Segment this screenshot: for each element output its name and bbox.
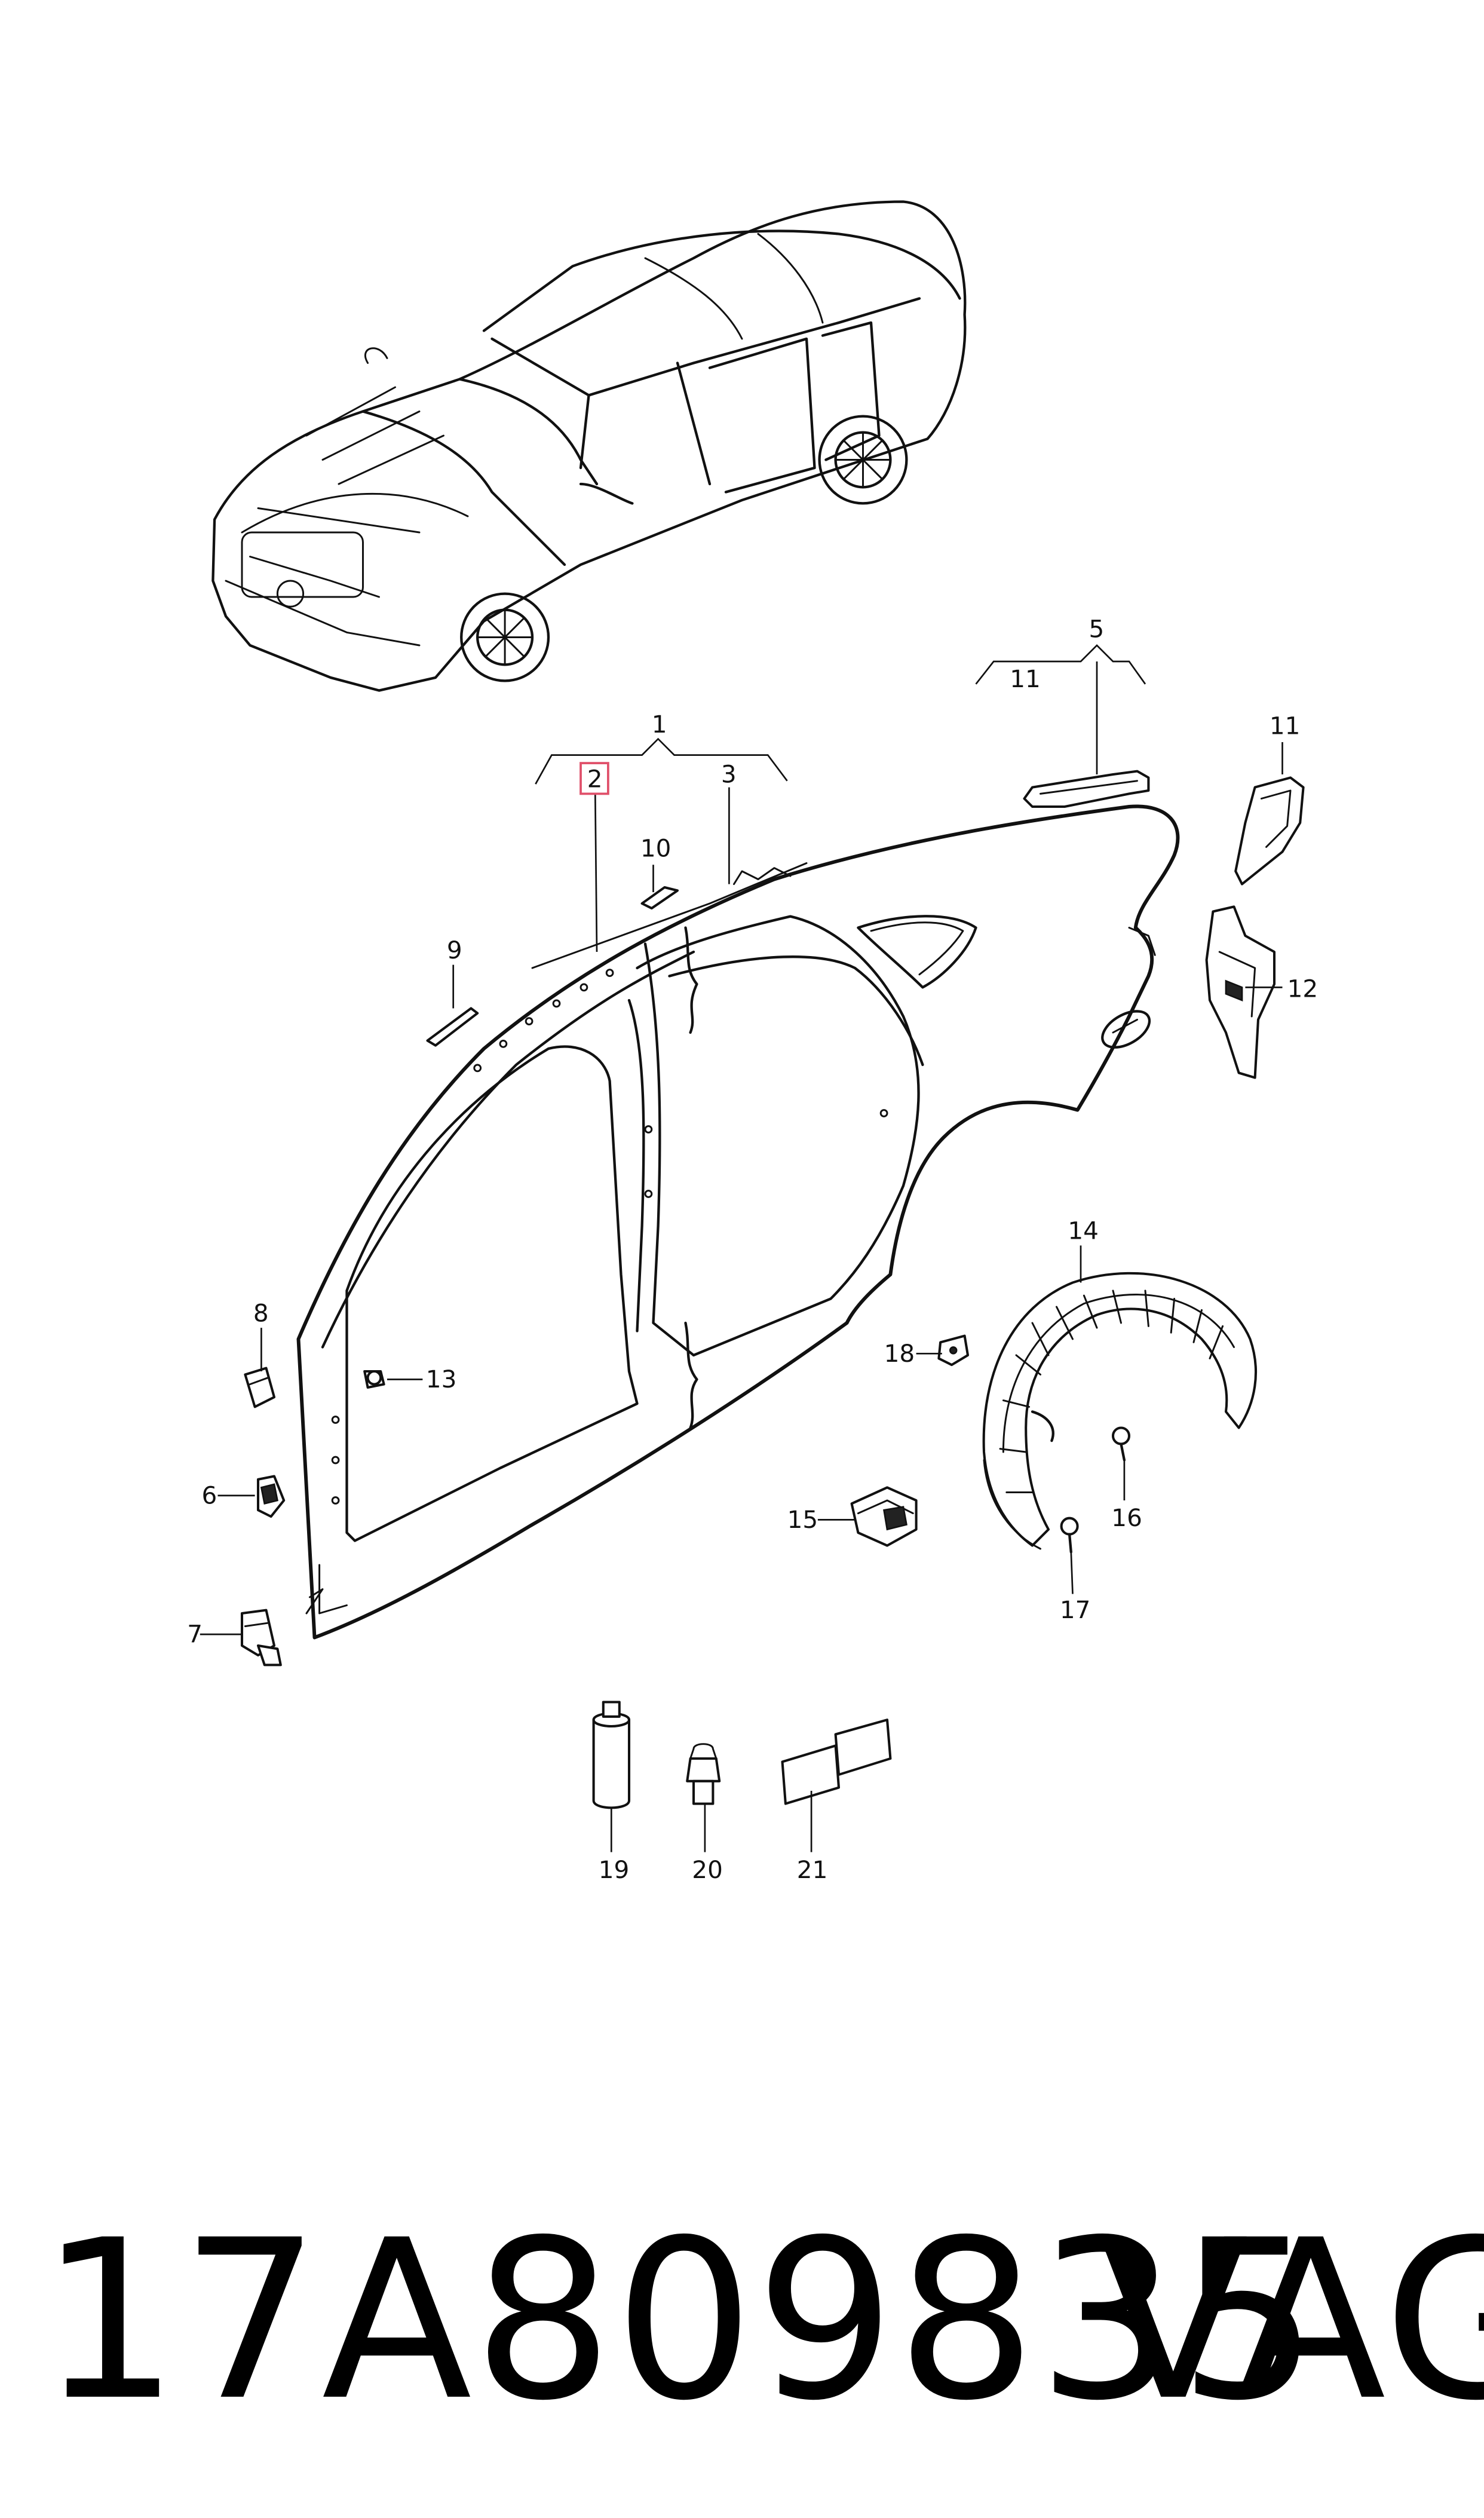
part-20-cap-nut [686, 1743, 721, 1805]
part-15-bracket [850, 1486, 918, 1547]
part-12-bracket [1205, 905, 1276, 1079]
callout-10: 10 [640, 834, 672, 863]
callout-8: 8 [253, 1298, 269, 1327]
callout-11-left: 11 [1010, 664, 1041, 693]
callout-5: 5 [1089, 615, 1105, 644]
callout-6: 6 [201, 1481, 217, 1509]
callout-21: 21 [797, 1855, 828, 1884]
part-17-screw [1060, 1517, 1079, 1554]
part-13-clip [363, 1370, 385, 1389]
callout-1: 1 [652, 710, 667, 739]
callout-9: 9 [447, 936, 462, 964]
part-16-screw [1111, 1426, 1131, 1462]
callout-15: 15 [787, 1505, 818, 1534]
callout-19: 19 [599, 1855, 630, 1884]
callout-7: 7 [187, 1620, 203, 1649]
car-illustration [211, 200, 967, 692]
part-19-can [592, 1701, 631, 1809]
callout-20: 20 [692, 1855, 723, 1884]
callout-11-right: 11 [1270, 712, 1301, 740]
body-side-panel [296, 804, 1180, 1640]
leader-lines [200, 644, 1283, 1852]
callout-14: 14 [1068, 1217, 1099, 1245]
callout-16: 16 [1111, 1503, 1142, 1532]
part-5-rail [1023, 770, 1150, 808]
part-18-clip [937, 1334, 970, 1367]
callout-18: 18 [884, 1339, 915, 1368]
callout-17: 17 [1060, 1595, 1091, 1624]
part-21-pads [781, 1719, 892, 1805]
callout-12: 12 [1287, 975, 1319, 1003]
callout-labels: 1 2 3 5 11 11 12 9 10 8 6 7 13 14 18 15 … [187, 615, 1318, 1884]
callout-2-highlight-box [580, 762, 609, 795]
callout-2: 2 [587, 765, 603, 794]
part-11-bracket [1234, 776, 1305, 886]
part-7-sensor [240, 1609, 282, 1667]
part-8-clip [244, 1367, 276, 1408]
callout-13: 13 [426, 1365, 457, 1393]
part-14-wheelhouse-liner [982, 1272, 1257, 1550]
part-9-strip [426, 1007, 479, 1047]
part-6-clip [256, 1475, 286, 1518]
part-10-strip [640, 886, 679, 910]
callout-3: 3 [721, 760, 737, 789]
